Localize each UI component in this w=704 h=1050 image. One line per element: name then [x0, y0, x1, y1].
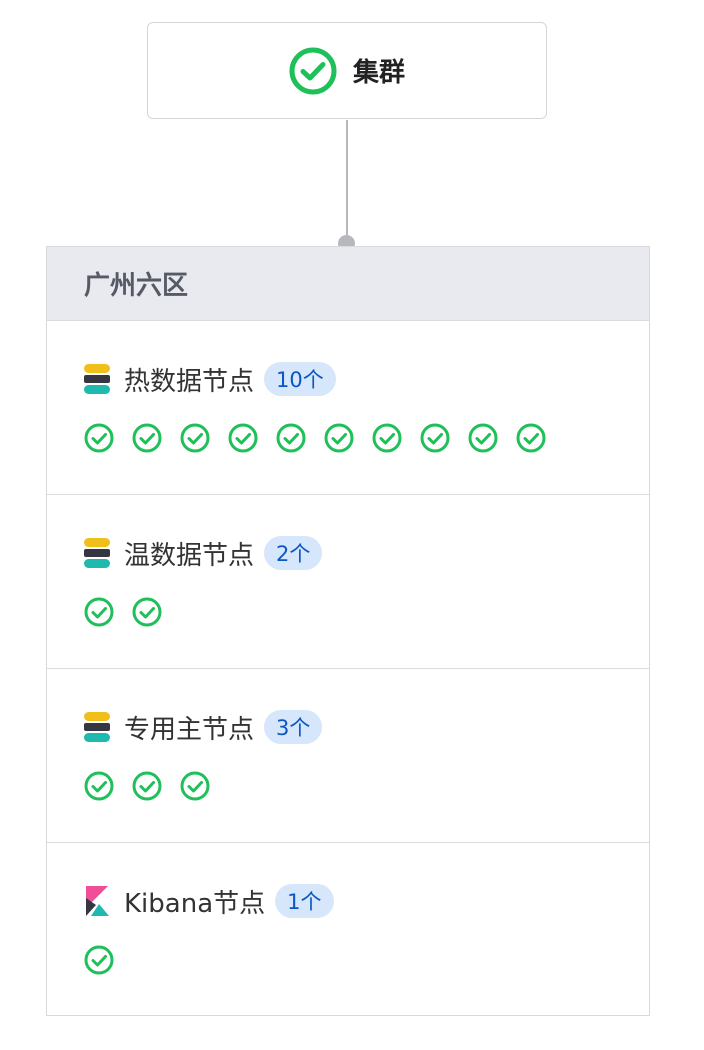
node-status-check-icon[interactable]	[468, 423, 498, 453]
elasticsearch-icon	[84, 364, 110, 394]
region-panel: 广州六区 热数据节点 10个 温数据节点 2个	[46, 246, 650, 1016]
node-status-check-icon[interactable]	[420, 423, 450, 453]
region-name: 广州六区	[84, 271, 189, 301]
group-label: Kibana节点	[124, 888, 266, 919]
group-label: 温数据节点	[124, 540, 255, 571]
node-status-row	[84, 771, 649, 801]
node-group-kibana: Kibana节点 1个	[47, 842, 649, 1016]
node-group-warm: 温数据节点 2个	[47, 494, 649, 668]
cluster-node[interactable]: 集群	[147, 22, 547, 119]
kibana-icon	[86, 886, 109, 916]
node-status-row	[84, 423, 649, 453]
count-badge: 1个	[275, 884, 334, 918]
elasticsearch-icon	[84, 712, 110, 742]
node-status-check-icon[interactable]	[372, 423, 402, 453]
node-status-check-icon[interactable]	[276, 423, 306, 453]
node-status-check-icon[interactable]	[324, 423, 354, 453]
node-status-row	[84, 945, 649, 975]
cluster-title: 集群	[352, 58, 405, 88]
node-status-check-icon[interactable]	[84, 597, 114, 627]
node-status-check-icon[interactable]	[84, 945, 114, 975]
node-status-check-icon[interactable]	[180, 771, 210, 801]
node-status-check-icon[interactable]	[84, 771, 114, 801]
count-badge: 2个	[264, 536, 323, 570]
node-status-check-icon[interactable]	[516, 423, 546, 453]
node-status-check-icon[interactable]	[180, 423, 210, 453]
node-status-row	[84, 597, 649, 627]
node-status-check-icon[interactable]	[132, 423, 162, 453]
count-badge: 3个	[264, 710, 323, 744]
node-status-check-icon[interactable]	[132, 597, 162, 627]
check-circle-icon	[289, 47, 337, 94]
node-status-check-icon[interactable]	[132, 771, 162, 801]
node-status-check-icon[interactable]	[84, 423, 114, 453]
node-group-hot: 热数据节点 10个	[47, 320, 649, 494]
node-status-check-icon[interactable]	[228, 423, 258, 453]
node-group-master: 专用主节点 3个	[47, 668, 649, 842]
group-label: 专用主节点	[124, 714, 255, 745]
count-badge: 10个	[264, 362, 336, 396]
group-label: 热数据节点	[124, 366, 255, 397]
region-header: 广州六区	[47, 247, 649, 320]
elasticsearch-icon	[84, 538, 110, 568]
connector-line	[346, 120, 348, 238]
